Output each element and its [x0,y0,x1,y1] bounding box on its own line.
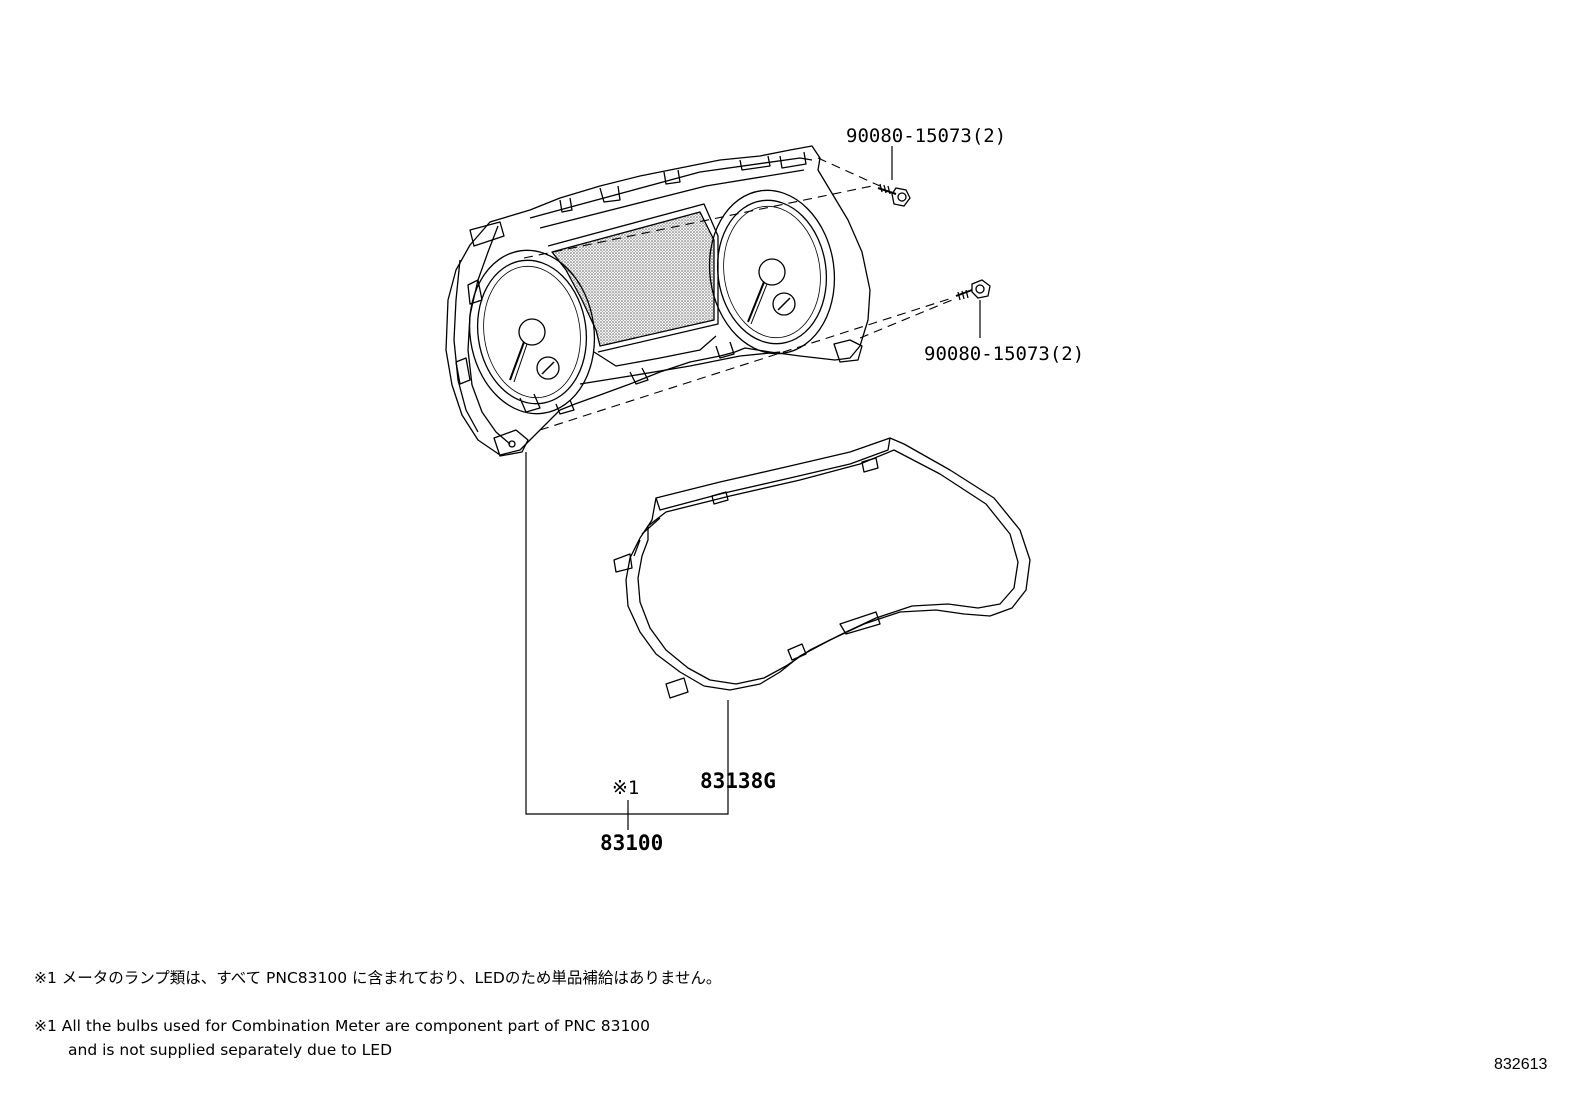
note-english-line2: and is not supplied separately due to LE… [68,1041,393,1059]
callout-bolt-upper: 90080-15073(2) [846,125,1006,147]
callout-note-mark: ※1 [612,777,639,799]
screw-lower-icon [955,279,991,301]
combination-meter-drawing [445,145,871,457]
callout-meter-assy: 83100 [600,831,663,855]
note-english-line1: ※1 All the bulbs used for Combination Me… [34,1017,651,1035]
figure-id: 832613 [1494,1056,1548,1073]
assembly-dashed-lines [523,157,953,431]
screw-upper-icon [877,183,911,207]
meter-lens-cover-drawing [613,437,1031,699]
callout-bolt-lower: 90080-15073(2) [924,343,1084,365]
note-japanese: ※1 メータのランプ類は、すべて PNC83100 に含まれており、LEDのため… [34,969,722,987]
leader-lines [525,146,981,830]
callout-lens-cover: 83138G [700,769,776,793]
